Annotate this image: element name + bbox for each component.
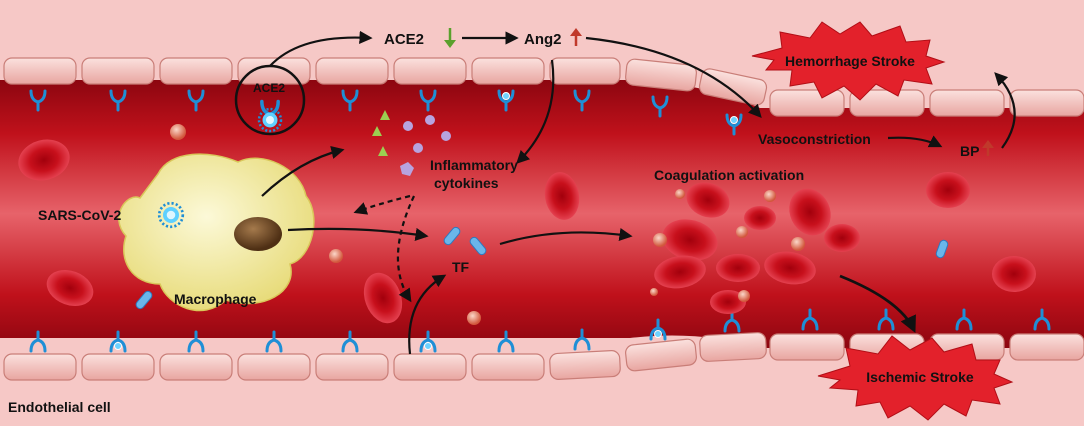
cytokine-particles <box>372 110 451 176</box>
pathway-arrows <box>261 30 1016 355</box>
arrow-macrophage-to-tf <box>287 227 429 241</box>
top-endothelial-layer <box>3 57 1084 117</box>
macrophage-label: Macrophage <box>174 291 257 307</box>
arrow-bp-to-hemorrhage <box>994 72 1016 149</box>
ischemic-stroke-label: Ischemic Stroke <box>866 369 974 385</box>
arrow-coagulation-to-ischemic <box>839 274 916 334</box>
ang2-level-label: Ang2 <box>524 31 562 48</box>
endothelial-cell-label: Endothelial cell <box>8 399 111 415</box>
arrow-cytokines-to-macrophage <box>353 194 411 215</box>
arrow-ang2-to-vasoconstriction <box>585 36 762 118</box>
bp-up-indicator-icon <box>982 140 994 156</box>
arrow-vasoconstriction-to-bp <box>887 135 943 148</box>
ace2-level-label: ACE2 <box>384 31 424 48</box>
ang2-up-indicator-icon <box>570 28 582 46</box>
sars-cov-2-label: SARS-CoV-2 <box>38 207 121 223</box>
hemorrhage-stroke-label: Hemorrhage Stroke <box>785 53 915 69</box>
arrow-ang2-to-cytokines <box>516 59 555 164</box>
arrow-ace2-receptor-to-ace2 <box>269 30 373 67</box>
coagulation-activation-label: Coagulation activation <box>654 167 804 183</box>
ischemic-stroke-starburst <box>817 335 1014 421</box>
ace2-receptor-label: ACE2 <box>253 81 285 95</box>
inflammatory-label: Inflammatory <box>430 157 518 173</box>
cytokines-label: cytokines <box>434 175 499 191</box>
vasoconstriction-label: Vasoconstriction <box>758 131 871 147</box>
tf-label: TF <box>452 259 470 275</box>
bp-label: BP <box>960 143 979 159</box>
arrow-macrophage-to-cytokines <box>261 146 345 197</box>
red-blood-cells <box>18 139 1036 324</box>
platelets <box>170 124 805 325</box>
arrow-tf-to-coagulation <box>499 227 633 246</box>
arrow-endothelium-to-tf <box>408 274 447 355</box>
ace2-down-indicator-icon <box>444 28 456 48</box>
hemorrhage-stroke-starburst <box>751 21 946 101</box>
tissue-factor-particles <box>135 226 949 310</box>
